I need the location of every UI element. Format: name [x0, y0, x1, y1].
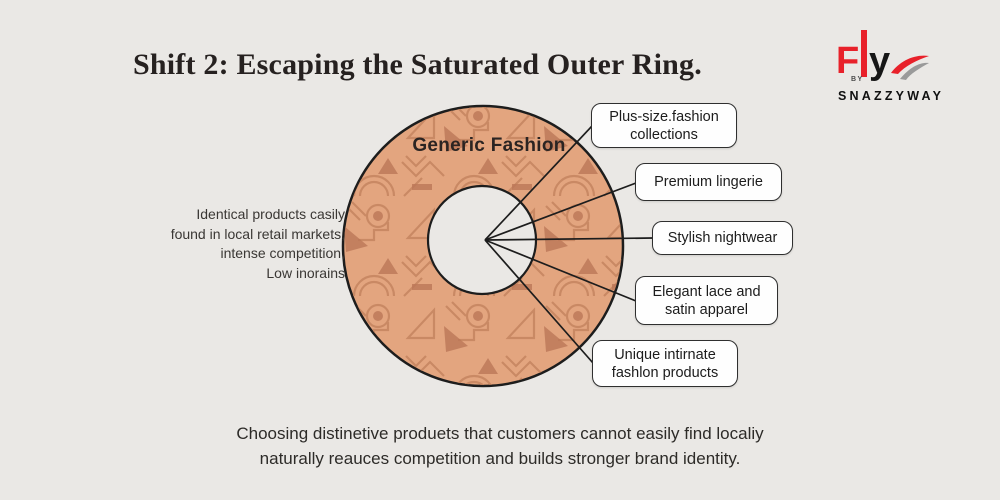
callout-label: Premium lingerie	[654, 174, 763, 190]
left-annotation-line: intense competition,	[220, 245, 345, 261]
left-annotation-line: Identical products casily	[196, 206, 345, 222]
brand-logo: F y BY SNAZZYWAY	[836, 30, 976, 108]
callout-unique-intimate: Unique intirnate fashlon products	[592, 340, 738, 387]
ring-label: Generic Fashion	[412, 135, 566, 156]
callout-elegant-lace: Elegant lace and satin apparel	[635, 276, 778, 325]
callout-label: Unique intirnate fashlon products	[611, 346, 719, 381]
logo-by-label: BY	[851, 76, 864, 83]
swoosh-icon	[891, 55, 929, 80]
callout-label: Plus-size.fashion collections	[609, 108, 719, 143]
logo-letter-f: F	[836, 40, 860, 82]
callout-stylish-nightwear: Stylish nightwear	[652, 221, 793, 255]
leader-line-3	[484, 237, 654, 241]
footer-caption: Choosing distinetive produets that custo…	[0, 421, 1000, 471]
logo-company-name: SNAZZYWAY	[838, 89, 945, 103]
page-title: Shift 2: Escaping the Saturated Outer Ri…	[133, 48, 702, 81]
leader-line-4	[484, 239, 637, 302]
logo-letter-l-bar	[861, 30, 867, 77]
footer-caption-line-2: naturally reauces competition and builds…	[259, 449, 741, 468]
left-annotation-line: Low inorains	[266, 264, 345, 281]
footer-caption-line-1: Choosing distinetive produets that custo…	[236, 424, 764, 443]
logo-letter-y: y	[869, 40, 891, 82]
leader-line-5	[484, 239, 594, 364]
left-annotation: Identical products casily found in local…	[138, 205, 345, 283]
leader-lines	[484, 125, 654, 364]
callout-label: Stylish nightwear	[667, 230, 778, 246]
callout-label: Elegant lace and satin apparel	[652, 283, 761, 318]
callout-premium-lingerie: Premium lingerie	[635, 163, 782, 201]
ring-hole	[426, 184, 538, 296]
left-annotation-line: found in local retail markets,	[170, 225, 345, 242]
callout-plus-size-fashion: Plus-size.fashion collections	[591, 103, 737, 148]
leader-line-2	[484, 182, 637, 241]
